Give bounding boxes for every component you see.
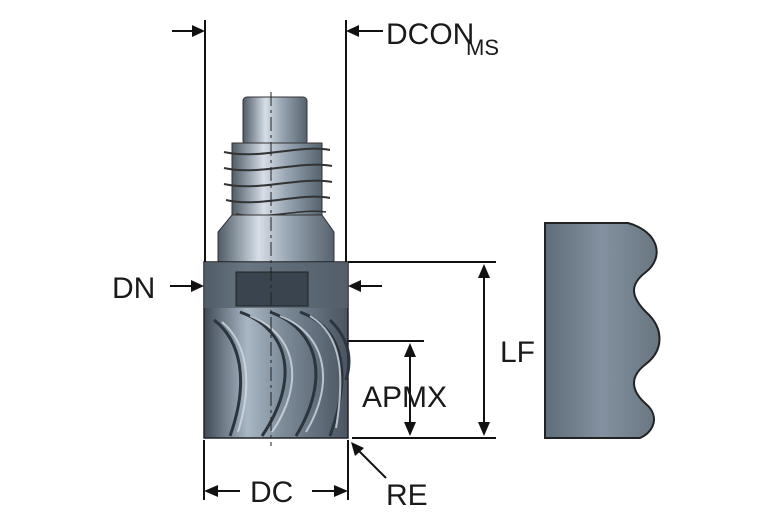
pilot-cylinder <box>242 96 308 146</box>
wrench-flat <box>235 271 309 307</box>
label-dcon-subscript: MS <box>466 35 499 60</box>
label-re: RE <box>386 479 428 512</box>
label-dc: DC <box>250 476 293 509</box>
dimension-lines <box>170 20 496 500</box>
label-dn: DN <box>112 272 155 305</box>
label-dcon: DCON <box>386 18 474 51</box>
label-lf: LF <box>500 336 535 369</box>
dimension-labels: DCON MS DN LF APMX DC RE <box>112 18 535 512</box>
neck <box>217 214 335 263</box>
label-apmx: APMX <box>362 381 447 414</box>
thread-section <box>223 142 333 217</box>
edge-profile <box>544 222 661 439</box>
end-mill-tool <box>203 92 351 446</box>
